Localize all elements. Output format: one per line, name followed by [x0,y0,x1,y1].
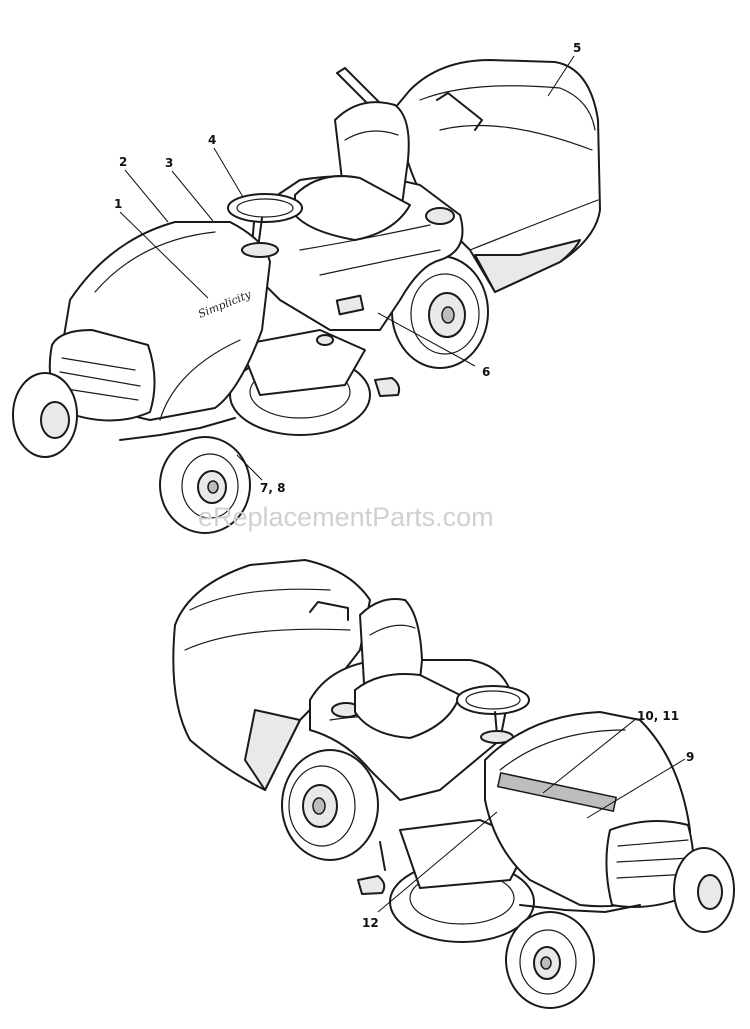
mower-top-view: Simplicity [12,59,601,534]
fuel-cap-top [425,207,455,225]
mower-deck-top [229,329,371,436]
callout-5: 5 [573,41,581,55]
front-wheel-right-top [159,436,251,534]
mower-bottom-view [172,559,735,1009]
hood-top: Simplicity [48,221,271,422]
leader-lines [119,55,686,913]
steering-wheel-bottom [456,685,530,744]
callout-1: 1 [114,197,122,211]
rear-wheel-bottom [281,749,379,861]
steering-wheel-top [227,193,303,258]
gauge-wheel-top [374,377,401,397]
seat-bottom [354,598,461,739]
front-axle-top [119,417,236,441]
callout-2: 2 [119,155,127,169]
watermark: eReplacementParts.com [198,502,494,532]
callout-3: 3 [165,156,173,170]
callout-7-8: 7, 8 [260,481,285,495]
callout-labels: 1 2 3 4 5 6 7, 8 9 10, 11 12 [114,41,694,930]
callout-12: 12 [362,916,379,930]
callout-4: 4 [208,133,216,147]
seat-top [294,101,411,241]
callout-9: 9 [686,750,694,764]
callout-10-11: 10, 11 [637,709,679,723]
hood-bottom [484,711,695,908]
front-wheel-left-top [12,372,78,458]
gauge-wheel-bottom [357,875,386,895]
front-axle-bottom [519,904,641,913]
callout-6: 6 [482,365,490,379]
front-wheel-right-bottom [673,847,735,933]
grass-bag-bottom [172,559,371,791]
front-wheel-left-bottom [505,911,595,1009]
